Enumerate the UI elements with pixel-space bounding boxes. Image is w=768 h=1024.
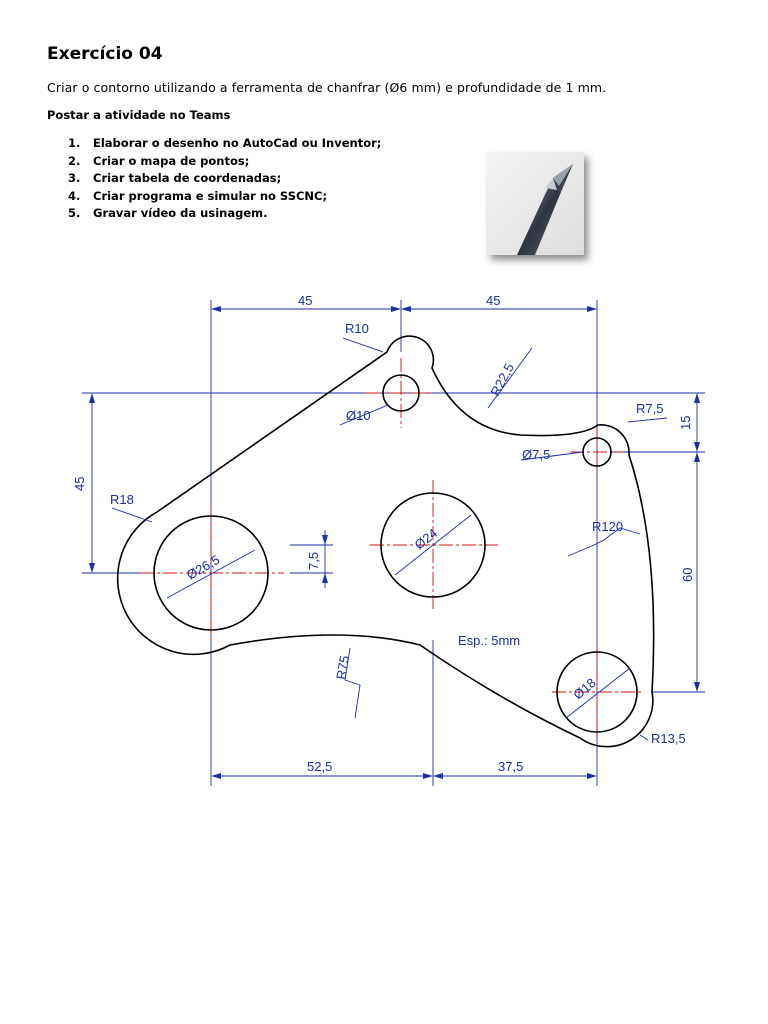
dim-bottom-right: 37,5	[498, 759, 523, 774]
part-outline	[116, 335, 655, 748]
step-number: 1.	[68, 136, 81, 150]
dim-top-right: 45	[486, 293, 500, 308]
dim-top-left: 45	[298, 293, 312, 308]
center-lines	[140, 358, 642, 736]
dim-right-top: 15	[678, 416, 693, 430]
chamfer-tool-image	[517, 164, 573, 255]
submission-instruction: Postar a atividade no Teams	[47, 108, 231, 122]
label-r75: R75	[333, 654, 352, 680]
dim-bottom-left: 52,5	[307, 759, 332, 774]
exercise-description: Criar o contorno utilizando a ferramenta…	[47, 80, 607, 95]
dim-left-height: 45	[72, 477, 87, 491]
step-number: 5.	[68, 206, 81, 220]
list-item: 1. Elaborar o desenho no AutoCad ou Inven…	[68, 135, 381, 153]
step-number: 4.	[68, 188, 81, 203]
chamfer-tool-photo	[487, 152, 584, 255]
step-text: Criar programa e simular no SSCNC;	[93, 188, 328, 203]
step-text: Gravar vídeo da usinagem.	[93, 206, 268, 220]
dim-right-height: 60	[680, 568, 695, 582]
steps-list: 1. Elaborar o desenho no AutoCad ou Inven…	[68, 135, 381, 223]
step-text: Elaborar o desenho no AutoCad ou Invento…	[93, 136, 382, 150]
label-r10: R10	[345, 321, 369, 336]
label-r7-5: R7,5	[636, 401, 663, 416]
step-number: 3.	[68, 171, 81, 185]
page-title: Exercício 04	[47, 44, 163, 64]
list-item: 3. Criar tabela de coordenadas;	[68, 170, 381, 188]
label-r18: R18	[110, 492, 134, 507]
label-d18: Ø18	[570, 675, 598, 702]
list-item: 2. Criar o mapa de pontos;	[68, 153, 381, 171]
label-d7-5: Ø7,5	[522, 447, 550, 462]
step-number: 2.	[68, 153, 81, 168]
dimension-lines	[82, 300, 705, 786]
list-item: 5. Gravar vídeo da usinagem.	[68, 205, 381, 223]
thickness-note: Esp.: 5mm	[458, 633, 520, 648]
step-text: Criar o mapa de pontos;	[93, 153, 250, 168]
label-d24: Ø24	[412, 525, 441, 552]
label-r13-5: R13,5	[651, 731, 686, 746]
arrowheads	[89, 306, 700, 779]
label-r120: R120	[592, 519, 623, 534]
leader-lines	[111, 337, 668, 741]
dim-small-offset: 7,5	[306, 552, 321, 570]
label-d10: Ø10	[346, 408, 371, 423]
list-item: 4. Criar programa e simular no SSCNC;	[68, 188, 381, 206]
step-text: Criar tabela de coordenadas;	[93, 171, 282, 185]
